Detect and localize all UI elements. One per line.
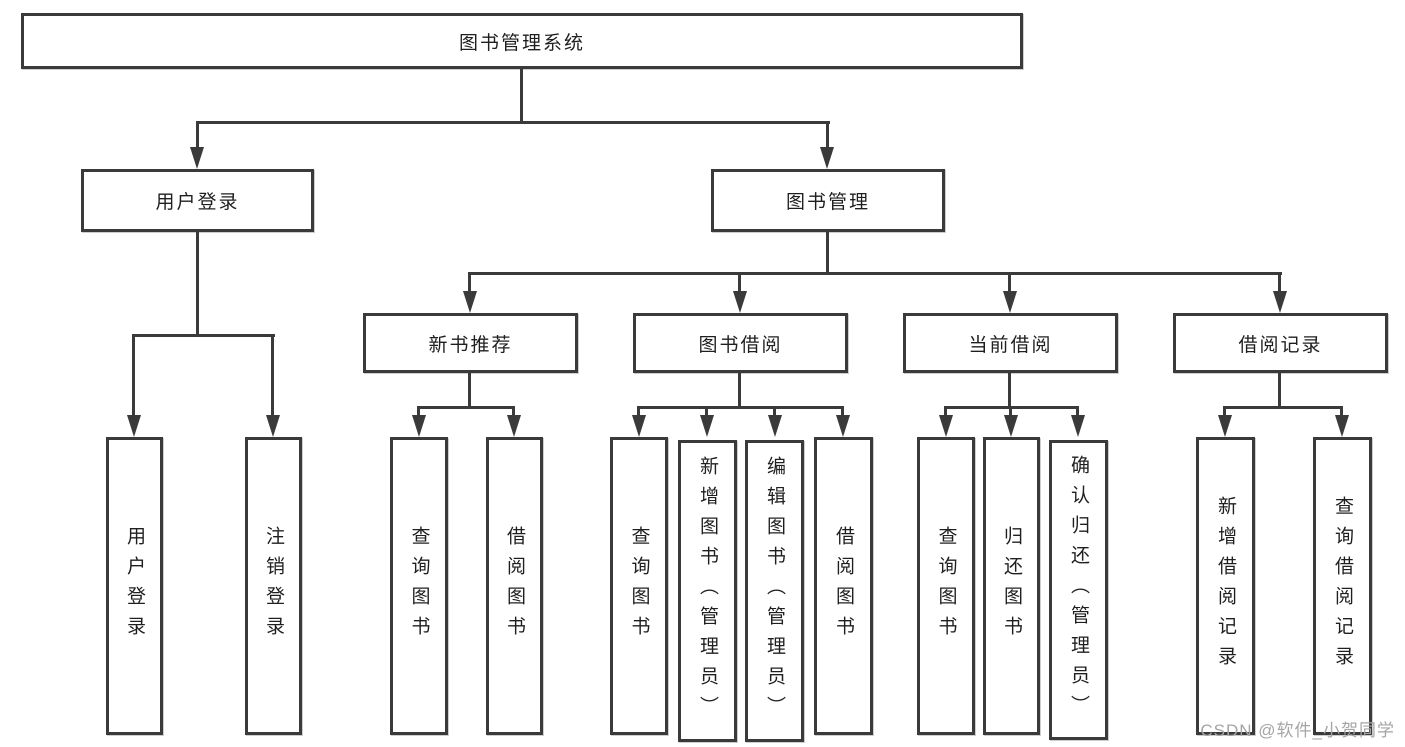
connector-drop	[637, 406, 640, 417]
leaf-confirm-return-admin: 确认归还（管理员）	[1049, 440, 1108, 740]
connector-drop	[705, 406, 708, 417]
group-label: 新书推荐	[428, 334, 513, 356]
leaf-borrow-books-recommend: 借阅图书	[486, 437, 543, 735]
arrow-down-icon	[1273, 291, 1287, 313]
connector-drop	[512, 406, 515, 417]
node-root: 图书管理系统	[21, 13, 1023, 69]
connector-drop	[196, 121, 199, 148]
connector-drop	[271, 334, 274, 416]
leaf-label: 用户登录	[124, 526, 145, 646]
arrow-down-icon	[1335, 415, 1349, 437]
leaf-label: 编辑图书（管理员）	[764, 456, 785, 726]
leaf-edit-books-admin: 编辑图书（管理员）	[745, 440, 804, 742]
connector-level3-bus	[468, 272, 1282, 275]
group-label: 借阅记录	[1238, 334, 1323, 356]
leaf-label: 查询图书	[628, 526, 650, 646]
connector-user-login-feed	[196, 232, 199, 336]
connector-drop	[132, 334, 135, 416]
connector-drop	[738, 272, 741, 292]
connector-group-bus	[637, 406, 844, 409]
connector-level2-bus	[196, 121, 830, 124]
connector-drop	[1340, 406, 1343, 417]
arrow-down-icon	[463, 291, 477, 313]
leaf-label: 查询图书	[935, 526, 957, 646]
leaf-label: 确认归还（管理员）	[1068, 455, 1089, 725]
leaf-label: 归还图书	[1001, 526, 1022, 646]
arrow-down-icon	[700, 415, 714, 437]
arrow-down-icon	[412, 415, 426, 437]
arrow-down-icon	[1071, 415, 1085, 437]
connector-book-mgmt-feed	[826, 232, 829, 275]
node-root-label: 图书管理系统	[458, 32, 585, 54]
connector-group-bus	[1223, 406, 1343, 409]
connector-user-login-bus	[132, 334, 275, 337]
leaf-logout-login: 注销登录	[245, 437, 302, 735]
arrow-down-icon	[768, 415, 782, 437]
connector-root-feed	[520, 69, 523, 122]
leaf-label: 注销登录	[263, 526, 284, 646]
leaf-user-login: 用户登录	[106, 437, 163, 735]
group-label: 当前借阅	[968, 334, 1053, 356]
arrow-down-icon	[939, 415, 953, 437]
branch-label: 用户登录	[155, 192, 240, 213]
leaf-return-books: 归还图书	[983, 437, 1040, 735]
connector-group-feed	[1008, 373, 1011, 409]
arrow-down-icon	[836, 415, 850, 437]
connector-drop	[1009, 406, 1012, 417]
leaf-label: 借阅图书	[833, 526, 854, 646]
arrow-down-icon	[1003, 291, 1017, 313]
leaf-label: 查询借阅记录	[1332, 496, 1353, 676]
connector-drop	[1278, 272, 1281, 292]
leaf-label: 借阅图书	[504, 526, 525, 646]
leaf-borrow-books: 借阅图书	[814, 437, 873, 735]
node-branch-user-login: 用户登录	[81, 169, 314, 232]
node-group-borrow-records: 借阅记录	[1173, 313, 1388, 373]
leaf-query-books-borrowing: 查询图书	[610, 437, 668, 735]
leaf-add-borrow-record: 新增借阅记录	[1196, 437, 1255, 735]
arrow-down-icon	[733, 291, 747, 313]
arrow-down-icon	[190, 147, 204, 169]
node-group-book-borrowing: 图书借阅	[633, 313, 848, 373]
arrow-down-icon	[820, 147, 834, 169]
node-group-current-borrowing: 当前借阅	[903, 313, 1118, 373]
connector-drop	[841, 406, 844, 417]
leaf-query-books-current: 查询图书	[917, 437, 975, 735]
connector-drop	[468, 272, 471, 292]
arrow-down-icon	[507, 415, 521, 437]
group-label: 图书借阅	[698, 334, 783, 356]
connector-group-feed	[1278, 373, 1281, 409]
leaf-label: 查询图书	[408, 526, 430, 646]
leaf-label: 新增图书（管理员）	[697, 456, 718, 726]
connector-drop	[773, 406, 776, 417]
connector-group-bus	[417, 406, 515, 409]
csdn-watermark: CSDN @软件_小贺同学	[1200, 721, 1395, 740]
arrow-down-icon	[266, 415, 280, 437]
leaf-query-borrow-record: 查询借阅记录	[1313, 437, 1372, 735]
connector-group-feed	[468, 373, 471, 409]
connector-drop	[417, 406, 420, 417]
leaf-add-books-admin: 新增图书（管理员）	[678, 440, 737, 742]
arrow-down-icon	[632, 415, 646, 437]
branch-label: 图书管理	[785, 192, 870, 213]
connector-drop	[826, 121, 829, 148]
connector-drop	[1076, 406, 1079, 417]
node-branch-book-management: 图书管理	[711, 169, 945, 232]
leaf-query-books-recommend: 查询图书	[390, 437, 448, 735]
arrow-down-icon	[1218, 415, 1232, 437]
node-group-new-book-recommend: 新书推荐	[363, 313, 578, 373]
arrow-down-icon	[127, 415, 141, 437]
connector-drop	[1223, 406, 1226, 417]
leaf-label: 新增借阅记录	[1215, 496, 1236, 676]
connector-group-feed	[738, 373, 741, 409]
arrow-down-icon	[1004, 415, 1018, 437]
connector-drop	[944, 406, 947, 417]
connector-drop	[1008, 272, 1011, 292]
